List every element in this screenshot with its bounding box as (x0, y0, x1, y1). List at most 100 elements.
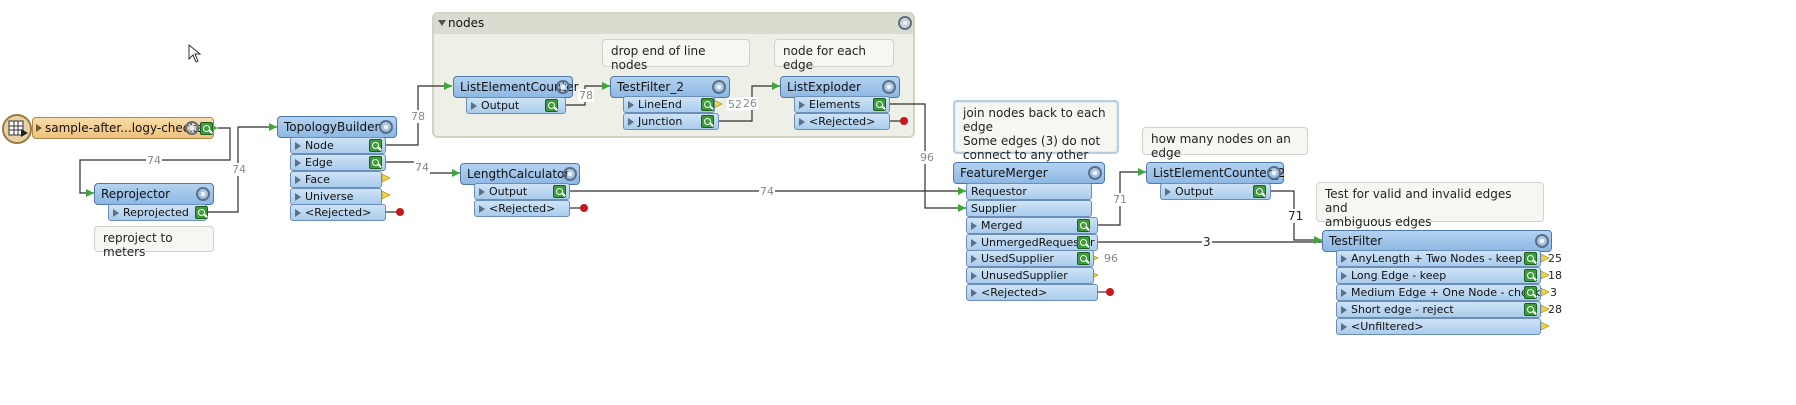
port-supplier[interactable]: Supplier (966, 200, 1092, 217)
port-universe[interactable]: Universe (290, 188, 382, 205)
port-label: Edge (305, 156, 333, 169)
gear-icon[interactable] (1267, 166, 1281, 180)
port-arrow-icon (1341, 289, 1347, 297)
note-test-valid[interactable]: Test for valid and invalid edges and amb… (1316, 182, 1544, 229)
transformer-topologybuilder[interactable]: TopologyBuilder (277, 116, 397, 138)
note-join-nodes[interactable]: join nodes back to each edge Some edges … (953, 100, 1119, 176)
gear-icon[interactable] (882, 80, 896, 94)
inspect-icon[interactable] (369, 139, 382, 152)
inspect-icon[interactable] (1077, 219, 1090, 232)
note-reproject[interactable]: reproject to meters (94, 226, 214, 259)
port-requestor[interactable]: Requestor (966, 183, 1092, 200)
inspect-icon[interactable] (1077, 236, 1090, 249)
bookmark-header[interactable]: nodes (434, 14, 913, 34)
gear-icon[interactable] (1088, 166, 1102, 180)
inspect-icon[interactable] (1524, 269, 1537, 282)
port-arrow-icon (1165, 188, 1171, 196)
port-label: <Rejected> (809, 115, 876, 128)
port-unusedsupplier[interactable]: UnusedSupplier (966, 267, 1094, 284)
inspect-icon[interactable] (1524, 286, 1537, 299)
inspect-icon[interactable] (873, 98, 886, 111)
port-rejected[interactable]: <Rejected> (794, 113, 890, 130)
count-junction: 26 (742, 97, 758, 110)
transformer-lengthcalculator[interactable]: LengthCalculator (460, 163, 580, 185)
gear-icon[interactable] (1535, 234, 1549, 248)
inspect-icon[interactable] (1524, 303, 1537, 316)
port-face[interactable]: Face (290, 171, 382, 188)
transformer-testfilter[interactable]: TestFilter (1322, 230, 1552, 252)
inspect-icon[interactable] (553, 185, 566, 198)
port-rejected[interactable]: <Rejected> (290, 204, 386, 221)
count-long-edge: 18 (1548, 269, 1562, 282)
reader-icon[interactable] (2, 114, 32, 144)
port-arrow-icon (971, 222, 977, 230)
gear-icon[interactable] (898, 16, 912, 30)
note-how-many[interactable]: how many nodes on an edge (1142, 127, 1308, 160)
port-unmergedrequestor[interactable]: UnmergedRequestor (966, 234, 1098, 251)
inspect-icon[interactable] (701, 98, 714, 111)
port-elements[interactable]: Elements (794, 96, 890, 113)
count-medium-edge: 3 (1550, 286, 1557, 299)
port-output[interactable]: Output (1160, 183, 1271, 200)
gear-icon[interactable] (563, 167, 577, 181)
transformer-listelementcounter2[interactable]: ListElementCounter_2 (1146, 162, 1286, 184)
port-medium-edge[interactable]: Medium Edge + One Node - check (1336, 284, 1541, 301)
collapse-triangle-icon[interactable] (438, 20, 446, 26)
count-unmerged-out: 3 (1202, 235, 1212, 249)
transformer-reprojector[interactable]: Reprojector (94, 183, 214, 205)
gear-icon[interactable] (556, 80, 570, 94)
port-label: Long Edge - keep (1351, 269, 1447, 282)
inspect-icon[interactable] (195, 206, 208, 219)
port-rejected[interactable]: <Rejected> (474, 200, 570, 217)
transformer-title: TestFilter_2 (617, 80, 684, 94)
port-usedsupplier[interactable]: UsedSupplier (966, 250, 1094, 267)
transformer-title: TestFilter (1329, 234, 1383, 248)
port-short-edge[interactable]: Short edge - reject (1336, 301, 1541, 318)
transformer-title: ListElementCounter_2 (1153, 166, 1286, 180)
gear-icon[interactable] (196, 187, 210, 201)
reader-feature-type[interactable]: sample-after...logy-checker (32, 117, 214, 139)
port-label: <Rejected> (981, 286, 1048, 299)
port-node[interactable]: Node (290, 137, 386, 154)
count-merged-out: 71 (1112, 193, 1128, 206)
port-long-edge[interactable]: Long Edge - keep (1336, 267, 1541, 284)
inspect-icon[interactable] (200, 122, 213, 135)
count-reader-out: 74 (146, 154, 162, 167)
port-reprojected[interactable]: Reprojected (108, 204, 208, 221)
inspect-icon[interactable] (1077, 252, 1090, 265)
port-label: Node (305, 139, 334, 152)
gear-icon[interactable] (185, 121, 199, 135)
port-label: Merged (981, 219, 1023, 232)
transformer-listelementcounter[interactable]: ListElementCounter (453, 76, 579, 98)
note-node-each-edge[interactable]: node for each edge (774, 39, 894, 72)
expand-triangle-icon[interactable] (36, 124, 42, 132)
note-drop-end[interactable]: drop end of line nodes (602, 39, 750, 72)
port-junction[interactable]: Junction (623, 113, 719, 130)
port-unfiltered[interactable]: <Unfiltered> (1336, 318, 1541, 335)
port-merged[interactable]: Merged (966, 217, 1098, 234)
port-output[interactable]: Output (474, 183, 570, 200)
count-length-out: 74 (759, 185, 775, 198)
inspect-icon[interactable] (1524, 252, 1537, 265)
transformer-testfilter2[interactable]: TestFilter_2 (610, 76, 730, 98)
port-label: LineEnd (638, 98, 682, 111)
port-label: <Rejected> (489, 202, 556, 215)
transformer-listexploder[interactable]: ListExploder (780, 76, 900, 98)
port-output[interactable]: Output (466, 97, 566, 114)
port-lineend[interactable]: LineEnd (623, 96, 715, 113)
inspect-icon[interactable] (369, 156, 382, 169)
inspect-icon[interactable] (701, 115, 714, 128)
inspect-icon[interactable] (1253, 185, 1266, 198)
gear-icon[interactable] (379, 120, 393, 134)
port-anylength[interactable]: AnyLength + Two Nodes - keep (1336, 250, 1541, 267)
port-arrow-icon (799, 101, 805, 109)
gear-icon[interactable] (712, 80, 726, 94)
count-short-edge: 28 (1548, 303, 1562, 316)
transformer-title: FeatureMerger (960, 166, 1048, 180)
transformer-featuremerger[interactable]: FeatureMerger (953, 162, 1105, 184)
port-edge[interactable]: Edge (290, 154, 386, 171)
inspect-icon[interactable] (545, 99, 558, 112)
port-label: Requestor (971, 185, 1027, 198)
port-rejected[interactable]: <Rejected> (966, 284, 1098, 301)
